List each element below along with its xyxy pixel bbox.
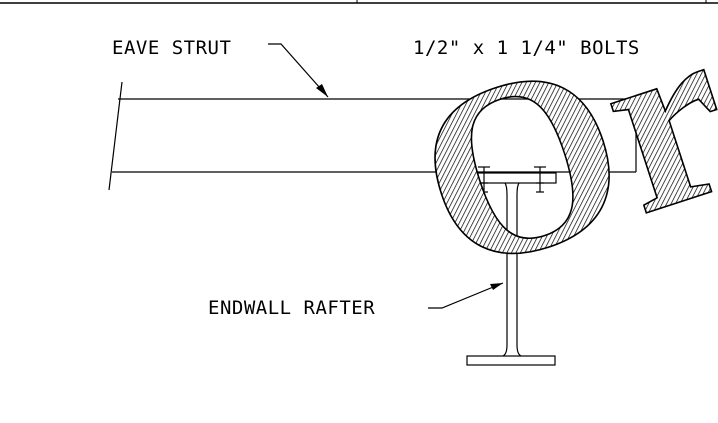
eave-strut-leader	[268, 43, 329, 98]
rafter-top-flange	[468, 172, 557, 184]
endwall-rafter-label: ENDWALL RAFTER	[208, 297, 375, 319]
bolt-icon	[478, 166, 490, 193]
bolts-label: 1/2" x 1 1/4" BOLTS	[413, 37, 640, 59]
endwall-rafter-section	[466, 182, 556, 366]
eave-strut	[112, 98, 637, 173]
eave-strut-label: EAVE STRUT	[112, 37, 231, 59]
endwall-rafter-leader	[428, 282, 504, 309]
break-line	[108, 81, 123, 191]
bolt-icon	[534, 166, 546, 193]
